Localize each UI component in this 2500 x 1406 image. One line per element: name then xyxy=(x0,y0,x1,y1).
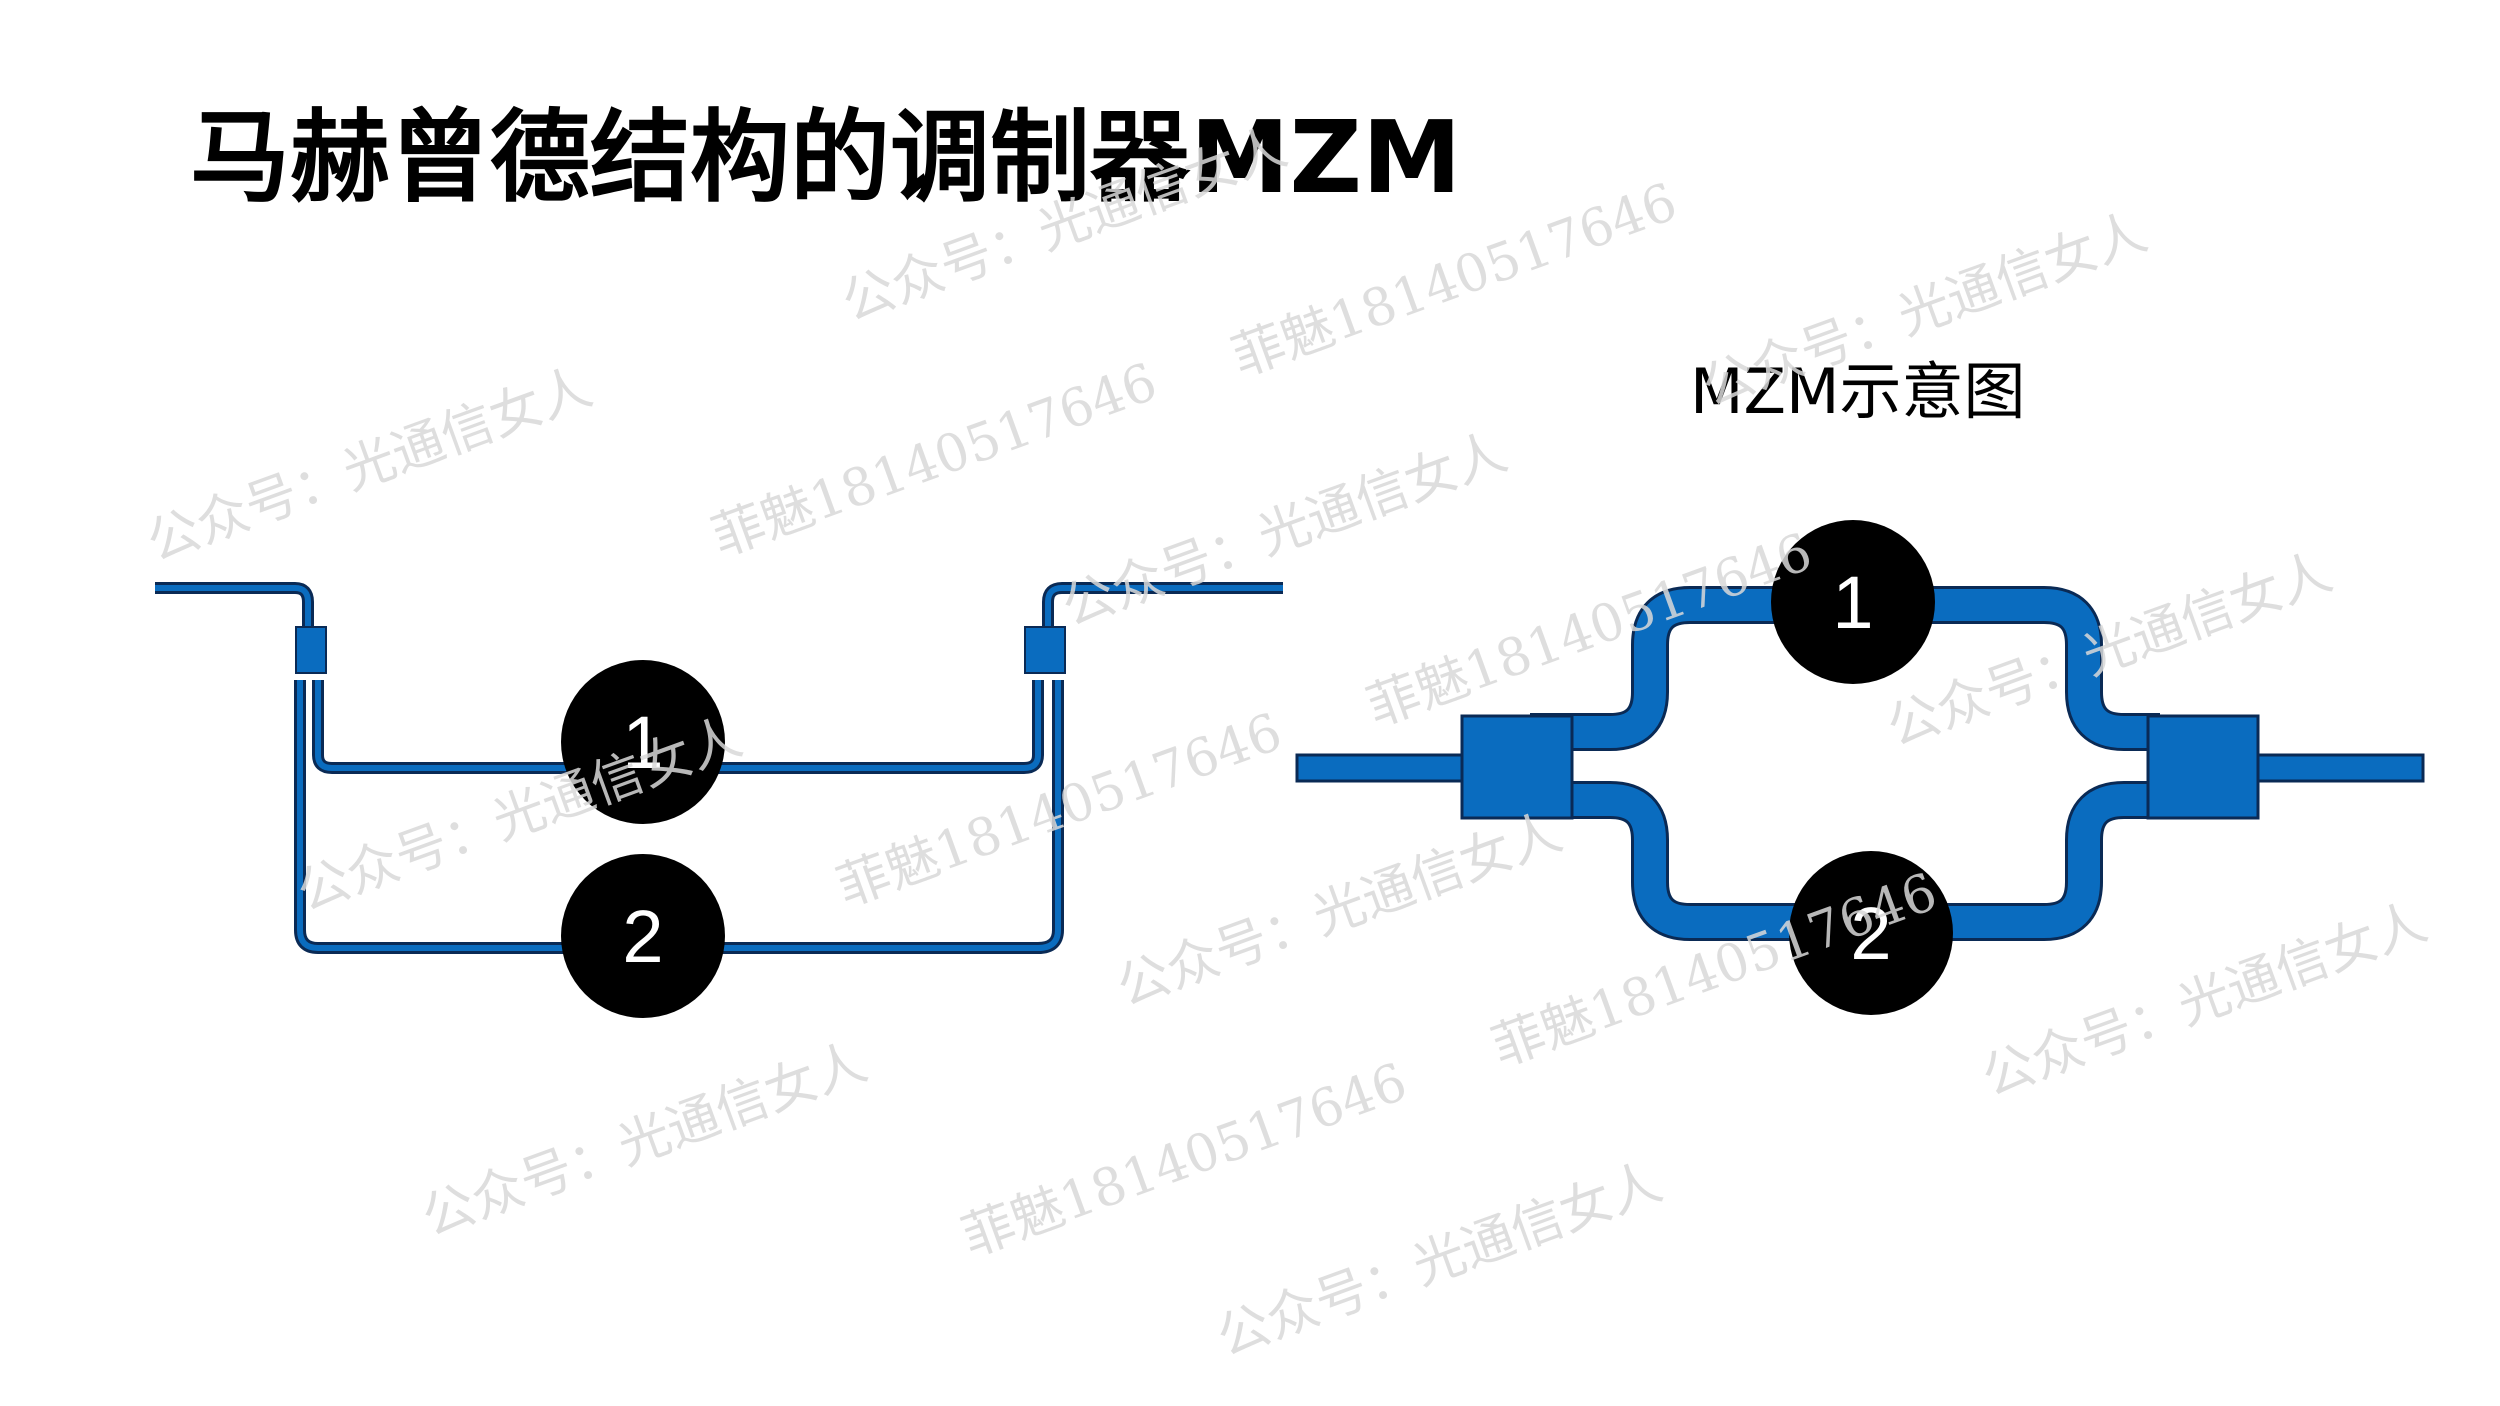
right-input-splitter xyxy=(1460,714,1574,820)
right-arm-1-label: 1 xyxy=(1832,561,1873,644)
right-output-waveguide xyxy=(2256,753,2425,783)
left-output-combiner xyxy=(1024,626,1066,674)
right-input-waveguide xyxy=(1295,753,1464,783)
left-mzm-diagram: 1 2 xyxy=(155,582,1283,1018)
right-arm-1-modulator xyxy=(1771,520,1935,684)
mzm-diagram-caption: MZM示意图 xyxy=(1690,355,2026,428)
right-arm-2-modulator xyxy=(1789,851,1953,1015)
left-arm-2-label: 2 xyxy=(622,895,663,978)
right-mzm-diagram: 1 2 xyxy=(1295,520,2425,1015)
left-arm-2-modulator xyxy=(561,854,725,1018)
right-arm-2-label: 2 xyxy=(1850,892,1891,975)
left-arm-1-modulator xyxy=(561,660,725,824)
left-input-splitter xyxy=(295,626,327,674)
right-output-combiner xyxy=(2146,714,2260,820)
left-arm-1-label: 1 xyxy=(622,701,663,784)
page-title: 马赫曾德结构的调制器MZM xyxy=(190,99,1462,216)
